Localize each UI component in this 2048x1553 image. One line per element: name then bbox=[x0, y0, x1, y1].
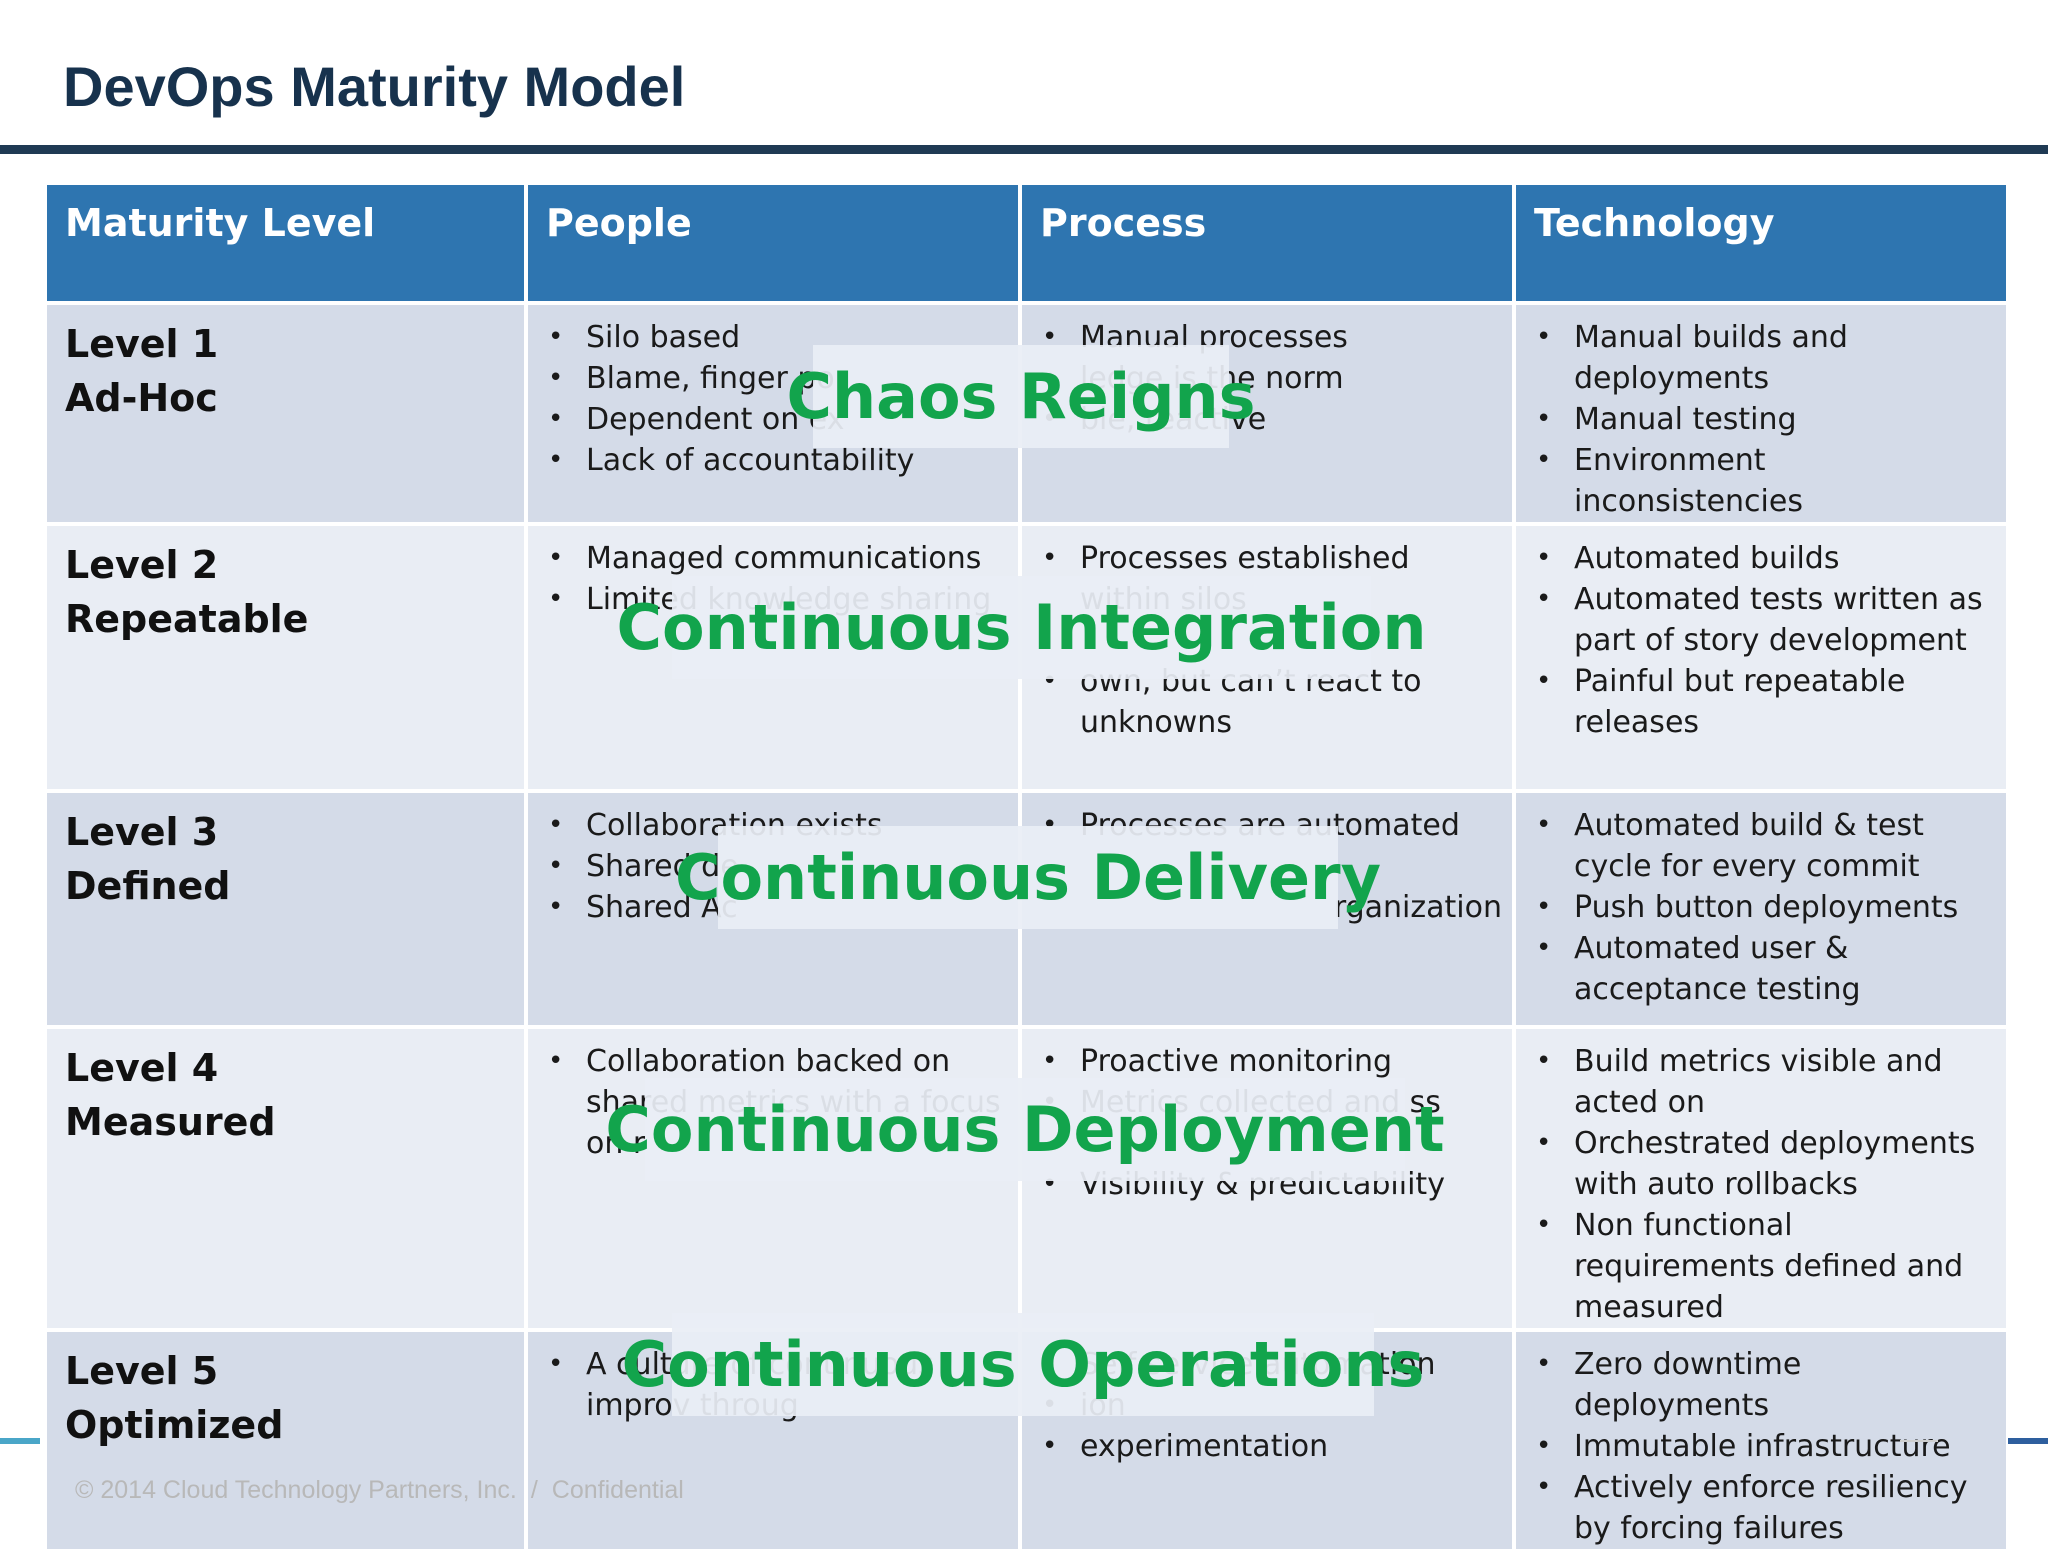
list-item: Push button deployments bbox=[1536, 887, 1996, 928]
table-row-level-3: Level 3 Defined Collaboration exists Sha… bbox=[43, 789, 2010, 1029]
list-item: experimentation bbox=[1042, 1426, 1502, 1467]
level-name: Defined bbox=[65, 864, 231, 908]
footer-confidential: Confidential bbox=[551, 1476, 684, 1504]
technology-cell: Manual builds and deployments Manual tes… bbox=[1512, 301, 2010, 526]
list-item: Automated user & acceptance testing bbox=[1536, 928, 1996, 1010]
page-title: DevOps Maturity Model bbox=[63, 55, 686, 118]
footer-accent-right bbox=[2008, 1438, 2048, 1444]
title-divider bbox=[0, 145, 2048, 154]
list-item: Non functional requirements defined and … bbox=[1536, 1205, 1996, 1328]
list-item: Automated builds bbox=[1536, 538, 1996, 579]
overlay-continuous-integration: Continuous Integration bbox=[617, 576, 1426, 679]
header-technology: Technology bbox=[1512, 181, 2010, 305]
list-item: Immutable infrastructure bbox=[1536, 1426, 1996, 1467]
overlay-continuous-operations: Continuous Operations bbox=[622, 1313, 1424, 1416]
header-maturity-level: Maturity Level bbox=[43, 181, 528, 305]
list-item: Proactive monitoring bbox=[1042, 1041, 1502, 1082]
table-row-level-1: Level 1 Ad-Hoc Silo based Blame, finger … bbox=[43, 301, 2010, 526]
level-number: Level 2 bbox=[65, 543, 219, 587]
list-item: Zero downtime deployments bbox=[1536, 1344, 1996, 1426]
list-item: Shared de bbox=[548, 846, 1008, 887]
list-item: Automated build & test cycle for every c… bbox=[1536, 805, 1996, 887]
technology-cell: Build metrics visible and acted on Orche… bbox=[1512, 1025, 2010, 1332]
list-item: Orchestrated deployments with auto rollb… bbox=[1536, 1123, 1996, 1205]
list-item: Painful but repeatable releases bbox=[1536, 661, 1996, 743]
table-header-row: Maturity Level People Process Technology bbox=[43, 181, 2010, 305]
level-cell: Level 3 Defined bbox=[43, 789, 528, 1029]
footer: © 2014 Cloud Technology Partners, Inc. / C… bbox=[75, 1476, 684, 1505]
list-item: Blame, finger po bbox=[548, 358, 1008, 399]
list-item: Manual builds and deployments bbox=[1536, 317, 1996, 399]
header-people: People bbox=[524, 181, 1022, 305]
technology-cell: Automated builds Automated tests written… bbox=[1512, 522, 2010, 793]
level-cell: Level 2 Repeatable bbox=[43, 522, 528, 793]
list-item: Manual testing bbox=[1536, 399, 1996, 440]
overlay-chaos-reigns: Chaos Reigns bbox=[786, 345, 1256, 448]
list-item: Lack of accountability bbox=[548, 440, 1008, 481]
technology-cell: Automated build & test cycle for every c… bbox=[1512, 789, 2010, 1029]
list-item: Automated tests written as part of story… bbox=[1536, 579, 1996, 661]
technology-cell: Zero downtime deployments Immutable infr… bbox=[1512, 1328, 2010, 1553]
level-number: Level 4 bbox=[65, 1046, 219, 1090]
level-cell: Level 1 Ad-Hoc bbox=[43, 301, 528, 526]
overlay-continuous-deployment: Continuous Deployment bbox=[605, 1078, 1445, 1181]
level-name: Measured bbox=[65, 1100, 276, 1144]
footer-copyright: © 2014 Cloud Technology Partners, Inc. bbox=[75, 1476, 517, 1504]
list-item: Shared Ac bbox=[548, 887, 1008, 928]
footer-accent-left bbox=[0, 1438, 40, 1444]
list-item: Dependent on ex bbox=[548, 399, 1008, 440]
level-name: Optimized bbox=[65, 1403, 284, 1447]
level-number: Level 3 bbox=[65, 810, 219, 854]
level-cell: Level 4 Measured bbox=[43, 1025, 528, 1332]
page-number-mark bbox=[1900, 1440, 1938, 1442]
list-item: Environment inconsistencies bbox=[1536, 440, 1996, 522]
level-cell: Level 5 Optimized bbox=[43, 1328, 528, 1553]
list-item: rganization bbox=[1333, 890, 1502, 925]
level-name: Repeatable bbox=[65, 597, 309, 641]
footer-separator: / bbox=[530, 1476, 538, 1504]
overlay-continuous-delivery: Continuous Delivery bbox=[675, 826, 1381, 929]
list-item: Build metrics visible and acted on bbox=[1536, 1041, 1996, 1123]
level-name: Ad-Hoc bbox=[65, 376, 218, 420]
list-item: Silo based bbox=[548, 317, 1008, 358]
header-process: Process bbox=[1018, 181, 1516, 305]
list-item: Managed communications bbox=[548, 538, 1008, 579]
list-item: Actively enforce resiliency by forcing f… bbox=[1536, 1467, 1996, 1549]
level-number: Level 5 bbox=[65, 1349, 219, 1393]
people-cell: Silo based Blame, finger po Dependent on… bbox=[524, 301, 1022, 526]
level-number: Level 1 bbox=[65, 322, 219, 366]
